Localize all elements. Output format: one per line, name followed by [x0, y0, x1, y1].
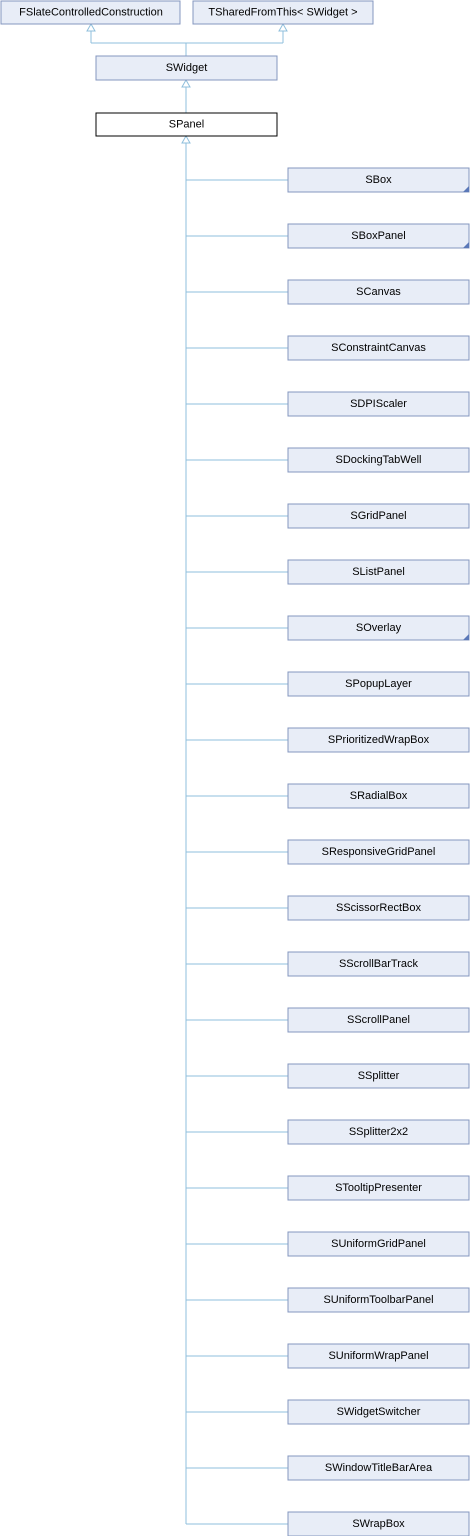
node-sresponsivegridpanel-label: SResponsiveGridPanel: [322, 846, 436, 858]
node-ssplitter-label: SSplitter: [358, 1070, 400, 1082]
node-sdockingtabwell-box: [287, 447, 470, 473]
node-swidgetswitcher-box: [287, 1399, 470, 1425]
node-tshared-label: TSharedFromThis< SWidget >: [208, 7, 357, 19]
node-slistpanel-box: [287, 559, 470, 585]
node-sgridpanel[interactable]: SGridPanel: [287, 503, 470, 529]
node-swrapbox-box: [287, 1511, 470, 1536]
node-sboxpanel-box: [287, 223, 470, 249]
node-scanvas-box: [287, 279, 470, 305]
node-slistpanel[interactable]: SListPanel: [287, 559, 470, 585]
node-swindowtitlebararea-label: SWindowTitleBarArea: [325, 1462, 433, 1474]
node-sprioritizedwrapbox-label: SPrioritizedWrapBox: [328, 734, 430, 746]
node-swidgetswitcher[interactable]: SWidgetSwitcher: [287, 1399, 470, 1425]
node-suniformtoolbarpanel-label: SUniformToolbarPanel: [323, 1294, 433, 1306]
node-swindowtitlebararea-box: [287, 1455, 470, 1481]
node-spopuplayer[interactable]: SPopupLayer: [287, 671, 470, 697]
node-soverlay[interactable]: SOverlay: [287, 615, 470, 641]
node-spanel[interactable]: SPanel: [95, 112, 278, 137]
node-swidget-box: [95, 55, 278, 81]
node-ssplitter2x2[interactable]: SSplitter2x2: [287, 1119, 470, 1145]
node-sdpiscaler-label: SDPIScaler: [350, 398, 407, 410]
arrow-swidget: [181, 78, 191, 88]
node-sgridpanel-box: [287, 503, 470, 529]
node-stooltippresenter-box: [287, 1175, 470, 1201]
node-sscrollpanel[interactable]: SScrollPanel: [287, 1007, 470, 1033]
derived-classes: SBoxSBoxPanelSCanvasSConstraintCanvasSDP…: [186, 167, 470, 1536]
arrow-fslate: [86, 22, 96, 32]
node-suniformtoolbarpanel-box: [287, 1287, 470, 1313]
node-sdpiscaler[interactable]: SDPIScaler: [287, 391, 470, 417]
node-spopuplayer-box: [287, 671, 470, 697]
node-swidget[interactable]: SWidget: [95, 55, 278, 81]
node-sradialbox-label: SRadialBox: [350, 790, 408, 802]
node-sbox[interactable]: SBox: [287, 167, 470, 193]
node-stooltippresenter[interactable]: STooltipPresenter: [287, 1175, 470, 1201]
more-descendants-marker: [463, 634, 469, 640]
node-ssplitter-box: [287, 1063, 470, 1089]
more-descendants-marker: [463, 242, 469, 248]
node-swidgetswitcher-label: SWidgetSwitcher: [337, 1406, 421, 1418]
node-suniformwrappanel[interactable]: SUniformWrapPanel: [287, 1343, 470, 1369]
node-swidget-label: SWidget: [166, 62, 208, 74]
node-sresponsivegridpanel[interactable]: SResponsiveGridPanel: [287, 839, 470, 865]
node-fslate-label: FSlateControlledConstruction: [19, 7, 163, 19]
node-sconstraintcanvas[interactable]: SConstraintCanvas: [287, 335, 470, 361]
node-sbox-box: [287, 167, 470, 193]
node-swrapbox-label: SWrapBox: [352, 1518, 405, 1530]
node-sbox-label: SBox: [365, 174, 392, 186]
node-sscrollbartrack[interactable]: SScrollBarTrack: [287, 951, 470, 977]
node-sscrollpanel-label: SScrollPanel: [347, 1014, 410, 1026]
node-swrapbox[interactable]: SWrapBox: [287, 1511, 470, 1536]
node-sradialbox-box: [287, 783, 470, 809]
node-scanvas[interactable]: SCanvas: [287, 279, 470, 305]
node-sscrollbartrack-label: SScrollBarTrack: [339, 958, 419, 970]
node-sdockingtabwell[interactable]: SDockingTabWell: [287, 447, 470, 473]
base-edges: [86, 22, 288, 56]
node-scanvas-label: SCanvas: [356, 286, 401, 298]
node-sscissorrectbox-label: SScissorRectBox: [336, 902, 421, 914]
node-suniformwrappanel-label: SUniformWrapPanel: [328, 1350, 428, 1362]
node-suniformgridpanel-label: SUniformGridPanel: [331, 1238, 426, 1250]
arrow-tshared: [278, 22, 288, 32]
node-spanel-label: SPanel: [169, 119, 204, 131]
swidget-edge: [181, 78, 191, 113]
node-ssplitter2x2-box: [287, 1119, 470, 1145]
node-sprioritizedwrapbox-box: [287, 727, 470, 753]
node-sprioritizedwrapbox[interactable]: SPrioritizedWrapBox: [287, 727, 470, 753]
node-swindowtitlebararea[interactable]: SWindowTitleBarArea: [287, 1455, 470, 1481]
node-fslate[interactable]: FSlateControlledConstruction: [0, 0, 181, 25]
node-spanel-box: [95, 112, 278, 137]
node-soverlay-label: SOverlay: [356, 622, 402, 634]
node-sconstraintcanvas-label: SConstraintCanvas: [331, 342, 426, 354]
node-spopuplayer-label: SPopupLayer: [345, 678, 412, 690]
node-suniformwrappanel-box: [287, 1343, 470, 1369]
node-sscissorrectbox-box: [287, 895, 470, 921]
node-sdpiscaler-box: [287, 391, 470, 417]
node-fslate-box: [0, 0, 181, 25]
node-slistpanel-label: SListPanel: [352, 566, 405, 578]
node-sboxpanel-label: SBoxPanel: [351, 230, 405, 242]
node-sscrollpanel-box: [287, 1007, 470, 1033]
node-sresponsivegridpanel-box: [287, 839, 470, 865]
children-trunk: [181, 134, 191, 1524]
node-sscissorrectbox[interactable]: SScissorRectBox: [287, 895, 470, 921]
node-sgridpanel-label: SGridPanel: [350, 510, 406, 522]
node-sconstraintcanvas-box: [287, 335, 470, 361]
arrow-spanel: [181, 134, 191, 144]
node-suniformgridpanel-box: [287, 1231, 470, 1257]
node-stooltippresenter-label: STooltipPresenter: [335, 1182, 422, 1194]
node-tshared[interactable]: TSharedFromThis< SWidget >: [192, 0, 374, 25]
node-suniformgridpanel[interactable]: SUniformGridPanel: [287, 1231, 470, 1257]
node-sscrollbartrack-box: [287, 951, 470, 977]
more-descendants-marker: [463, 186, 469, 192]
node-soverlay-box: [287, 615, 470, 641]
node-ssplitter2x2-label: SSplitter2x2: [349, 1126, 408, 1138]
node-sdockingtabwell-label: SDockingTabWell: [335, 454, 421, 466]
node-tshared-box: [192, 0, 374, 25]
node-ssplitter[interactable]: SSplitter: [287, 1063, 470, 1089]
node-suniformtoolbarpanel[interactable]: SUniformToolbarPanel: [287, 1287, 470, 1313]
node-sboxpanel[interactable]: SBoxPanel: [287, 223, 470, 249]
node-sradialbox[interactable]: SRadialBox: [287, 783, 470, 809]
